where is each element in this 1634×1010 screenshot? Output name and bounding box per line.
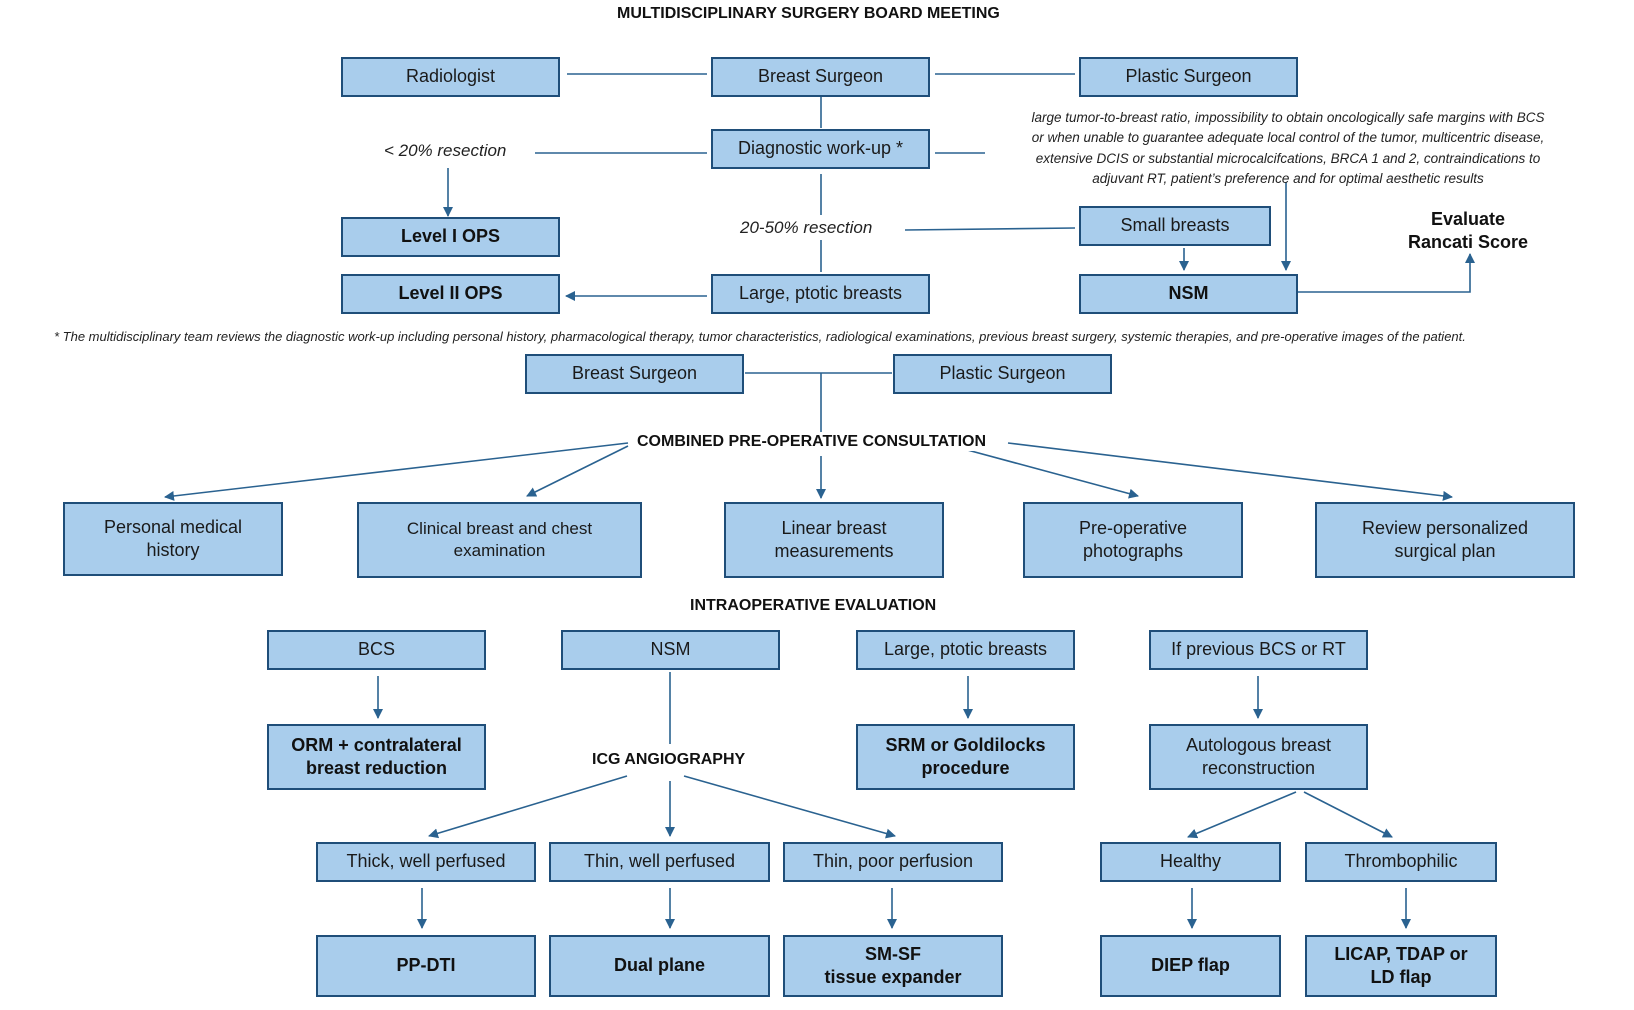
healthy-box: Healthy: [1100, 842, 1281, 882]
consult-item-line-1: Clinical breast and chest: [406, 518, 593, 538]
pp-dti-box: PP-DTI: [316, 935, 536, 997]
consult-item-line-2: examination: [453, 541, 546, 560]
level-2-ops-box: Level II OPS: [341, 274, 560, 314]
srm-goldilocks-box: SRM or Goldilocks procedure: [856, 724, 1075, 790]
smsf-line-1: SM-SF: [865, 943, 921, 964]
orm-line-1: ORM + contralateral: [291, 734, 462, 755]
sm-sf-expander-box: SM-SF tissue expander: [783, 935, 1003, 997]
criteria-line-3: extensive DCIS or substantial microcalci…: [1035, 150, 1541, 166]
licap-line-1: LICAP, TDAP or: [1334, 943, 1468, 964]
mid-resection-label: 20-50% resection: [740, 218, 873, 238]
thrombophilic-box: Thrombophilic: [1305, 842, 1497, 882]
smsf-line-2: tissue expander: [824, 967, 962, 987]
srm-line-1: SRM or Goldilocks: [885, 734, 1046, 755]
consult-item-line-1: Personal medical: [103, 516, 243, 537]
srm-line-2: procedure: [921, 758, 1010, 778]
consult-item-line-2: history: [146, 540, 200, 560]
evaluate-line-1: Evaluate: [1430, 209, 1506, 229]
breast-surgeon-box: Breast Surgeon: [711, 57, 930, 97]
thin-well-perfused-box: Thin, well perfused: [549, 842, 770, 882]
licap-line-2: LD flap: [1370, 967, 1432, 987]
licap-tdap-ld-box: LICAP, TDAP or LD flap: [1305, 935, 1497, 997]
previous-bcs-rt-box: If previous BCS or RT: [1149, 630, 1368, 670]
consult-item-clinical-exam: Clinical breast and chest examination: [357, 502, 642, 578]
nsm-box: NSM: [1079, 274, 1298, 314]
icg-angiography-heading: ICG ANGIOGRAPHY: [589, 751, 749, 769]
orm-line-2: breast reduction: [305, 758, 448, 778]
consult-plastic-surgeon-box: Plastic Surgeon: [893, 354, 1112, 394]
bcs-box: BCS: [267, 630, 486, 670]
level-1-ops-box: Level I OPS: [341, 217, 560, 257]
dual-plane-box: Dual plane: [549, 935, 770, 997]
diagram-title: MULTIDISCIPLINARY SURGERY BOARD MEETING: [617, 5, 1000, 23]
consult-breast-surgeon-box: Breast Surgeon: [525, 354, 744, 394]
thick-well-perfused-box: Thick, well perfused: [316, 842, 536, 882]
evaluate-line-2: Rancati Score: [1407, 232, 1529, 253]
intraop-large-ptotic-box: Large, ptotic breasts: [856, 630, 1075, 670]
consult-item-line-1: Linear breast: [781, 517, 887, 538]
consult-item-line-1: Pre-operative: [1078, 517, 1188, 538]
consult-item-surgical-plan: Review personalized surgical plan: [1315, 502, 1575, 578]
plastic-surgeon-box: Plastic Surgeon: [1079, 57, 1298, 97]
consult-item-line-2: photographs: [1082, 541, 1184, 561]
intraop-nsm-box: NSM: [561, 630, 780, 670]
radiologist-box: Radiologist: [341, 57, 560, 97]
orm-reduction-box: ORM + contralateral breast reduction: [267, 724, 486, 790]
auto-line-2: reconstruction: [1201, 758, 1316, 778]
evaluate-rancati-score: Evaluate Rancati Score: [1388, 208, 1548, 255]
consult-item-line-1: Review personalized: [1361, 517, 1529, 538]
footnote: * The multidisciplinary team reviews the…: [54, 329, 1466, 344]
criteria-line-2: or when unable to guarantee adequate loc…: [1031, 130, 1545, 146]
consult-item-line-2: surgical plan: [1394, 541, 1496, 561]
less-20-resection-label: < 20% resection: [384, 141, 507, 161]
thin-poor-perfusion-box: Thin, poor perfusion: [783, 842, 1003, 882]
diagnostic-workup-box: Diagnostic work-up *: [711, 129, 930, 169]
auto-line-1: Autologous breast: [1185, 734, 1332, 755]
consult-item-linear-measurements: Linear breast measurements: [724, 502, 944, 578]
autologous-reconstruction-box: Autologous breast reconstruction: [1149, 724, 1368, 790]
criteria-line-4: adjuvant RT, patient’s preference and fo…: [1092, 170, 1484, 186]
consult-item-photographs: Pre-operative photographs: [1023, 502, 1243, 578]
diep-flap-box: DIEP flap: [1100, 935, 1281, 997]
large-ptotic-breasts-box: Large, ptotic breasts: [711, 274, 930, 314]
criteria-line-1: large tumor-to-breast ratio, impossibili…: [1031, 110, 1545, 125]
intraop-heading: INTRAOPERATIVE EVALUATION: [690, 597, 937, 615]
consult-item-medical-history: Personal medical history: [63, 502, 283, 576]
consult-item-line-2: measurements: [774, 541, 894, 561]
nsm-criteria-note: large tumor-to-breast ratio, impossibili…: [968, 108, 1608, 189]
consultation-heading: COMBINED PRE-OPERATIVE CONSULTATION: [634, 433, 990, 451]
small-breasts-box: Small breasts: [1079, 206, 1271, 246]
